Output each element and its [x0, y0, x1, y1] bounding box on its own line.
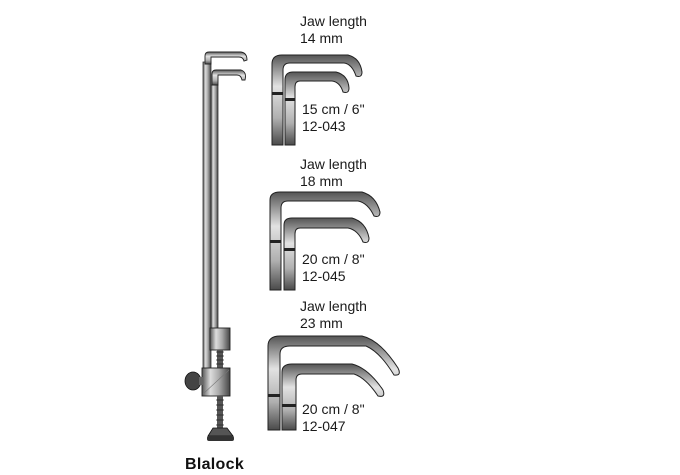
jaw-detail-14mm: [271, 54, 363, 146]
product-code-1: 12-043: [302, 118, 346, 134]
product-code-3: 12-047: [302, 418, 346, 434]
jaw-detail-23mm: [267, 335, 400, 431]
product-code-2: 12-045: [302, 268, 346, 284]
size-value-1: 15 cm / 6": [302, 101, 365, 117]
jaw-length-label-3: Jaw length: [300, 298, 367, 314]
full-clamp-illustration: [184, 51, 248, 441]
jaw-length-label-1: Jaw length: [300, 13, 367, 29]
size-value-2: 20 cm / 8": [302, 251, 365, 267]
instrument-name: Blalock: [185, 456, 245, 473]
jaw-length-value-1: 14 mm: [300, 30, 343, 46]
jaw-detail-18mm: [269, 191, 381, 291]
jaw-length-value-3: 23 mm: [300, 315, 343, 331]
size-value-3: 20 cm / 8": [302, 401, 365, 417]
jaw-length-value-2: 18 mm: [300, 173, 343, 189]
jaw-length-label-2: Jaw length: [300, 156, 367, 172]
